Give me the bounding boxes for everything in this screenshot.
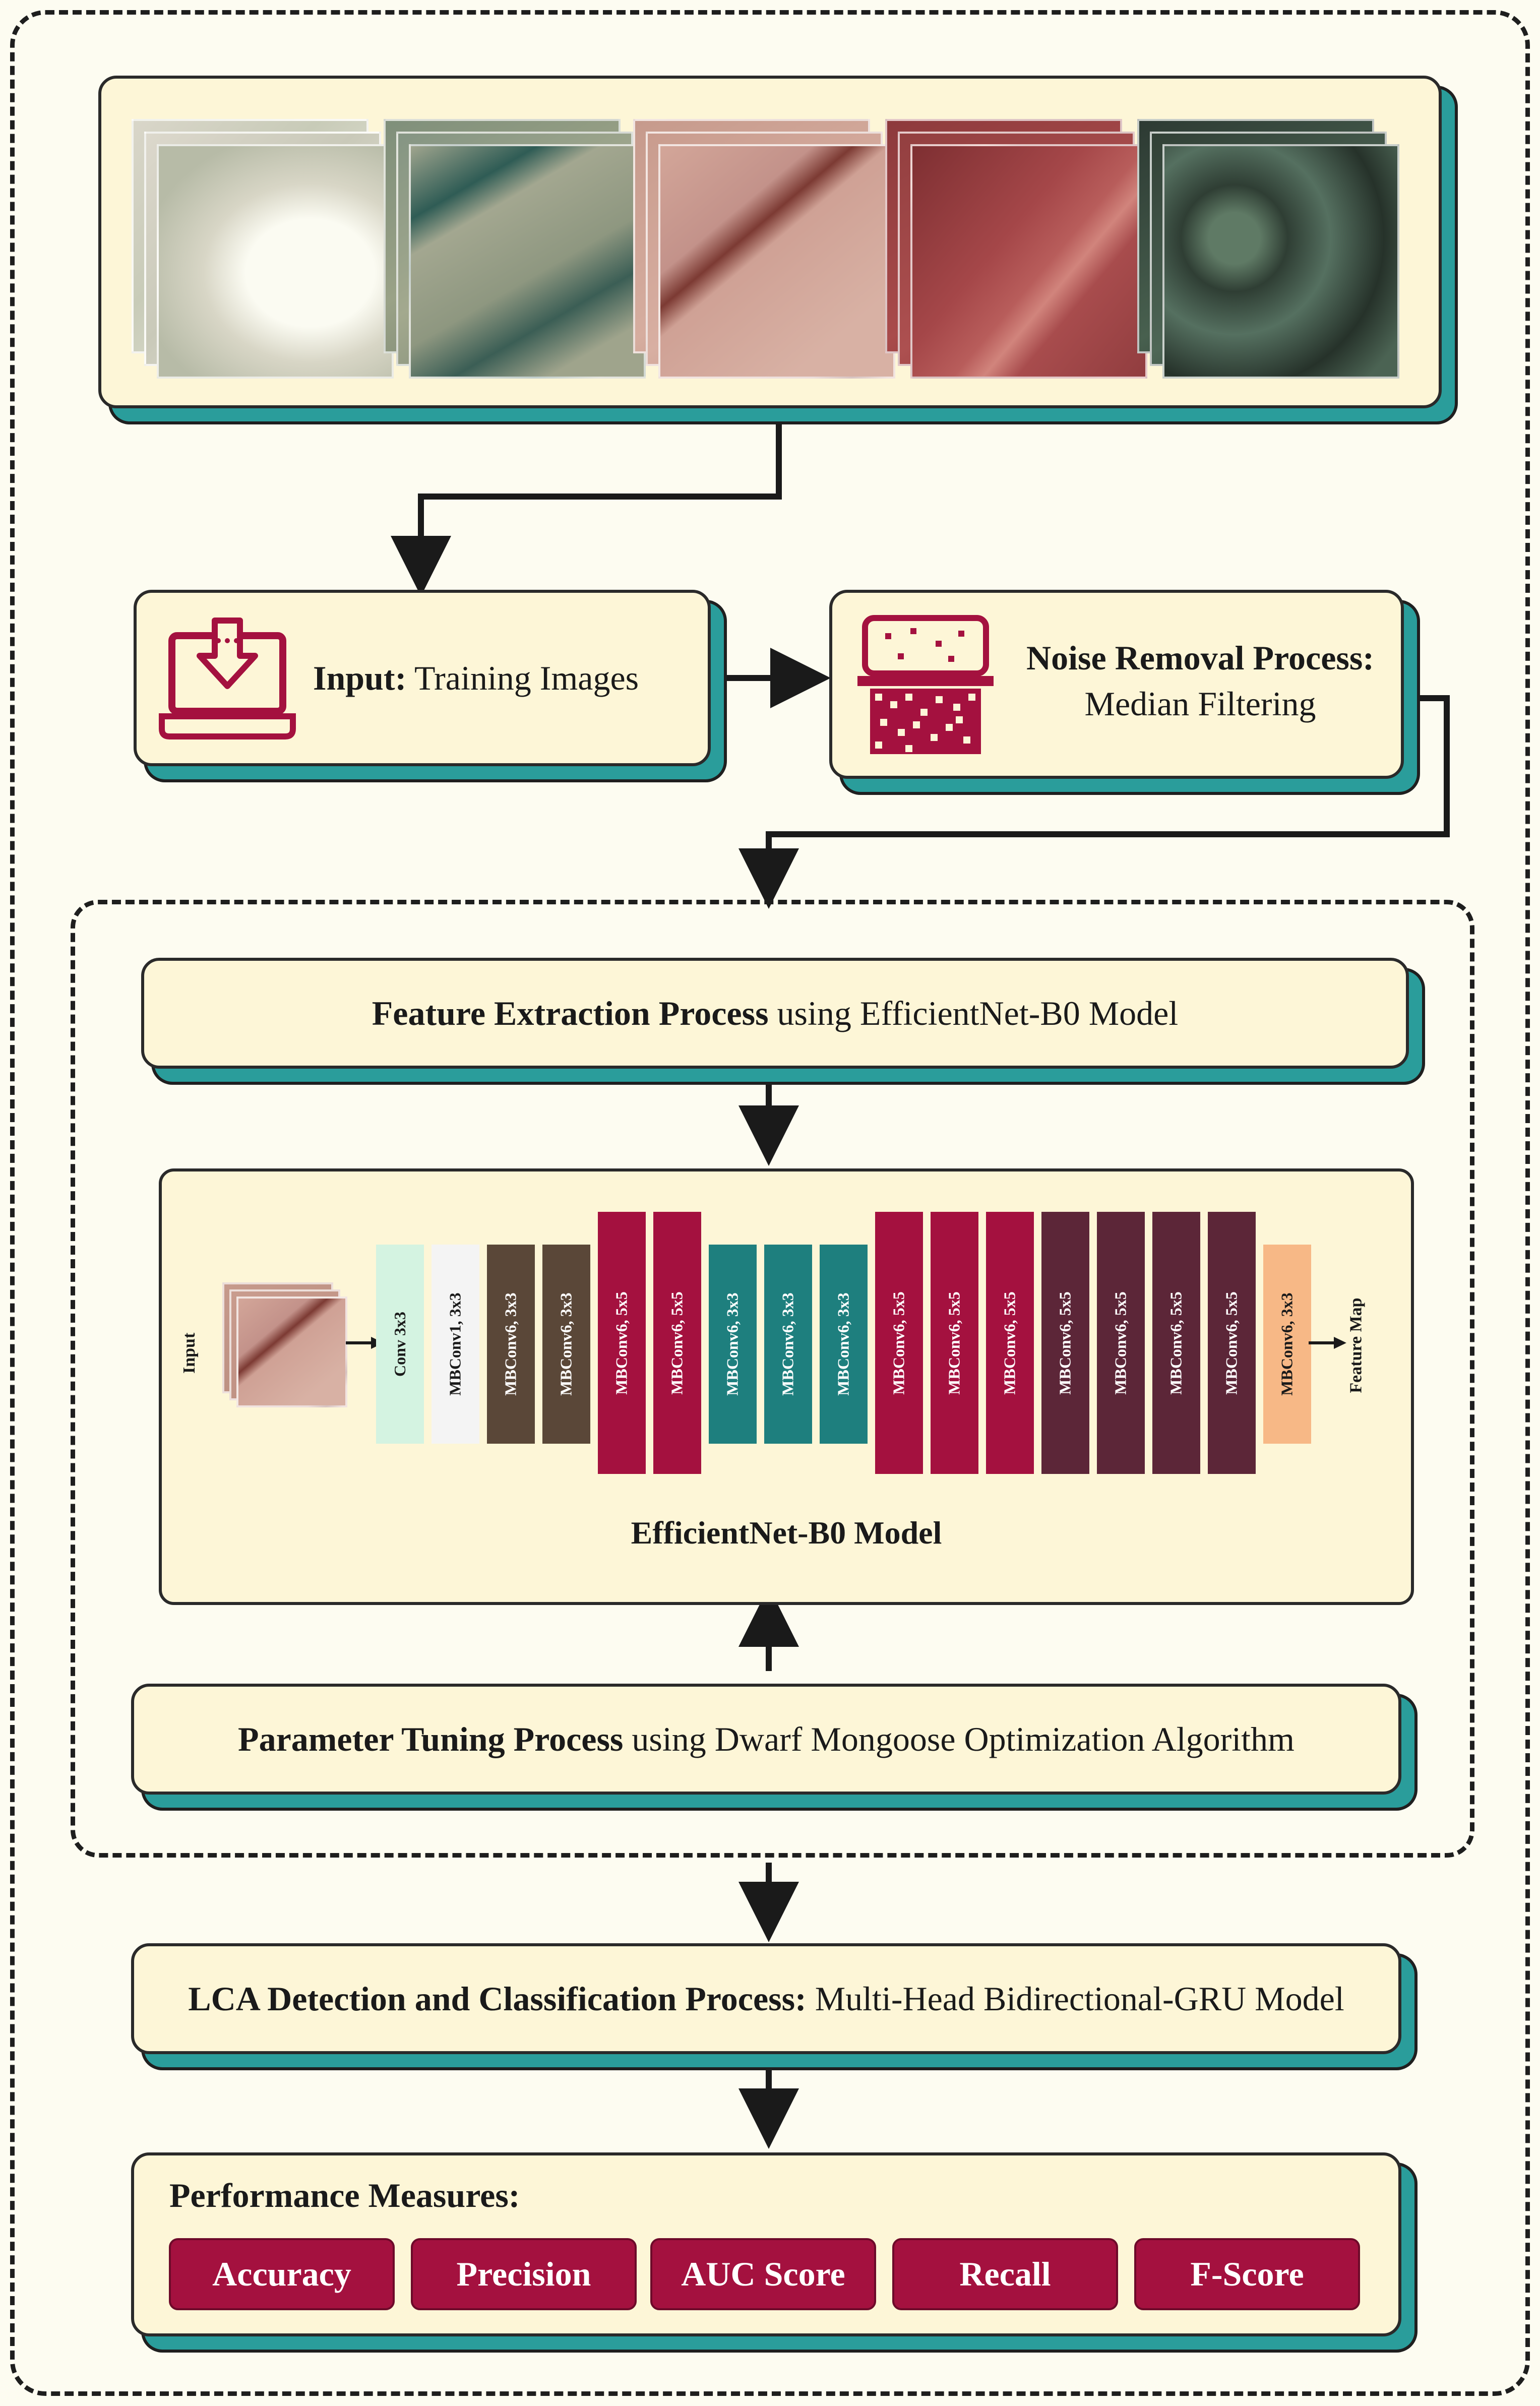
model-block-11: MBConv6, 5x5	[931, 1212, 978, 1474]
metric-precision: Precision	[411, 2238, 637, 2310]
model-block-label: MBConv6, 3x3	[557, 1292, 576, 1396]
model-block-label: MBConv6, 5x5	[1056, 1291, 1075, 1395]
model-block-label: MBConv6, 3x3	[1278, 1292, 1297, 1396]
model-block-label: MBConv6, 5x5	[1001, 1291, 1019, 1395]
model-block-label: MBConv6, 5x5	[668, 1291, 687, 1395]
model-block-label: MBConv1, 3x3	[446, 1292, 465, 1396]
model-block-4: MBConv6, 3x3	[542, 1245, 590, 1444]
model-input-label: Input	[180, 1332, 199, 1374]
model-title: EfficientNet-B0 Model	[631, 1515, 942, 1551]
param-card-label: using Dwarf Mongoose Optimization Algori…	[623, 1719, 1295, 1758]
metric-recall: Recall	[892, 2238, 1118, 2310]
model-input-image	[222, 1282, 348, 1408]
inner-dashed-frame	[71, 900, 1474, 1858]
model-block-label: Conv 3x3	[391, 1312, 409, 1377]
param-card-label-bold: Parameter Tuning Process	[238, 1719, 624, 1758]
model-block-label: MBConv6, 5x5	[945, 1291, 964, 1395]
noise-card-subtitle: Median Filtering	[1084, 685, 1316, 723]
metric-f-score: F-Score	[1134, 2238, 1360, 2310]
model-block-14: MBConv6, 5x5	[1097, 1212, 1145, 1474]
model-block-label: MBConv6, 5x5	[612, 1291, 631, 1395]
download-laptop-icon	[159, 615, 296, 739]
model-block-9: MBConv6, 3x3	[820, 1245, 868, 1444]
model-block-3: MBConv6, 3x3	[487, 1245, 535, 1444]
metric-accuracy: Accuracy	[169, 2238, 395, 2310]
sample-image-stack-1	[132, 119, 394, 379]
feature-extraction-card: Feature Extraction Process using Efficie…	[141, 958, 1409, 1069]
noise-card-title: Noise Removal Process:	[1026, 639, 1374, 677]
model-block-2: MBConv1, 3x3	[432, 1245, 479, 1444]
input-card-label: Training Images	[406, 658, 639, 697]
efficientnet-model-panel: Input Conv 3x3 MBConv1, 3x3 MBConv6, 3x3 MB…	[159, 1168, 1414, 1605]
model-block-1: Conv 3x3	[376, 1245, 424, 1444]
sample-image-stack-5	[1137, 119, 1399, 379]
feature-card-label: using EfficientNet-B0 Model	[768, 994, 1179, 1032]
model-block-8: MBConv6, 3x3	[764, 1245, 812, 1444]
model-block-12: MBConv6, 5x5	[986, 1212, 1034, 1474]
model-block-16: MBConv6, 5x5	[1208, 1212, 1256, 1474]
sample-image-stack-4	[885, 119, 1147, 379]
model-output-label-box: Feature Map	[1341, 1287, 1372, 1403]
noise-filter-icon	[857, 615, 994, 754]
performance-title: Performance Measures:	[169, 2176, 520, 2214]
sample-images-card	[98, 76, 1442, 408]
model-block-10: MBConv6, 5x5	[875, 1212, 923, 1474]
model-block-13: MBConv6, 5x5	[1041, 1212, 1089, 1474]
model-block-label: MBConv6, 5x5	[890, 1291, 908, 1395]
outer-dashed-frame	[10, 10, 1530, 2396]
model-block-7: MBConv6, 3x3	[709, 1245, 757, 1444]
model-block-label: MBConv6, 3x3	[779, 1292, 797, 1396]
model-block-17: MBConv6, 3x3	[1263, 1245, 1311, 1444]
model-block-5: MBConv6, 5x5	[598, 1212, 646, 1474]
model-block-15: MBConv6, 5x5	[1152, 1212, 1200, 1474]
model-block-label: MBConv6, 3x3	[723, 1292, 742, 1396]
lca-card-label-bold: LCA Detection and Classification Process…	[188, 1979, 807, 2018]
model-block-label: MBConv6, 5x5	[1167, 1291, 1186, 1395]
model-block-label: MBConv6, 5x5	[1222, 1291, 1241, 1395]
lca-card-label: Multi-Head Bidirectional-GRU Model	[806, 1979, 1344, 2018]
input-card: Input: Training Images	[134, 590, 711, 766]
model-output-arrow	[1309, 1337, 1346, 1349]
model-block-label: MBConv6, 3x3	[834, 1292, 853, 1396]
feature-card-label-bold: Feature Extraction Process	[372, 994, 769, 1032]
noise-removal-card: Noise Removal Process: Median Filtering	[829, 590, 1404, 779]
model-block-label: MBConv6, 3x3	[502, 1292, 520, 1396]
model-block-6: MBConv6, 5x5	[653, 1212, 701, 1474]
lca-detection-card: LCA Detection and Classification Process…	[131, 1943, 1401, 2054]
model-block-label: MBConv6, 5x5	[1112, 1291, 1130, 1395]
input-card-label-bold: Input:	[313, 658, 407, 697]
sample-image-stack-2	[384, 119, 646, 379]
parameter-tuning-card: Parameter Tuning Process using Dwarf Mon…	[131, 1684, 1401, 1795]
model-output-label: Feature Map	[1347, 1298, 1366, 1393]
sample-image-stack-3	[633, 119, 895, 379]
metric-auc-score: AUC Score	[650, 2238, 876, 2310]
